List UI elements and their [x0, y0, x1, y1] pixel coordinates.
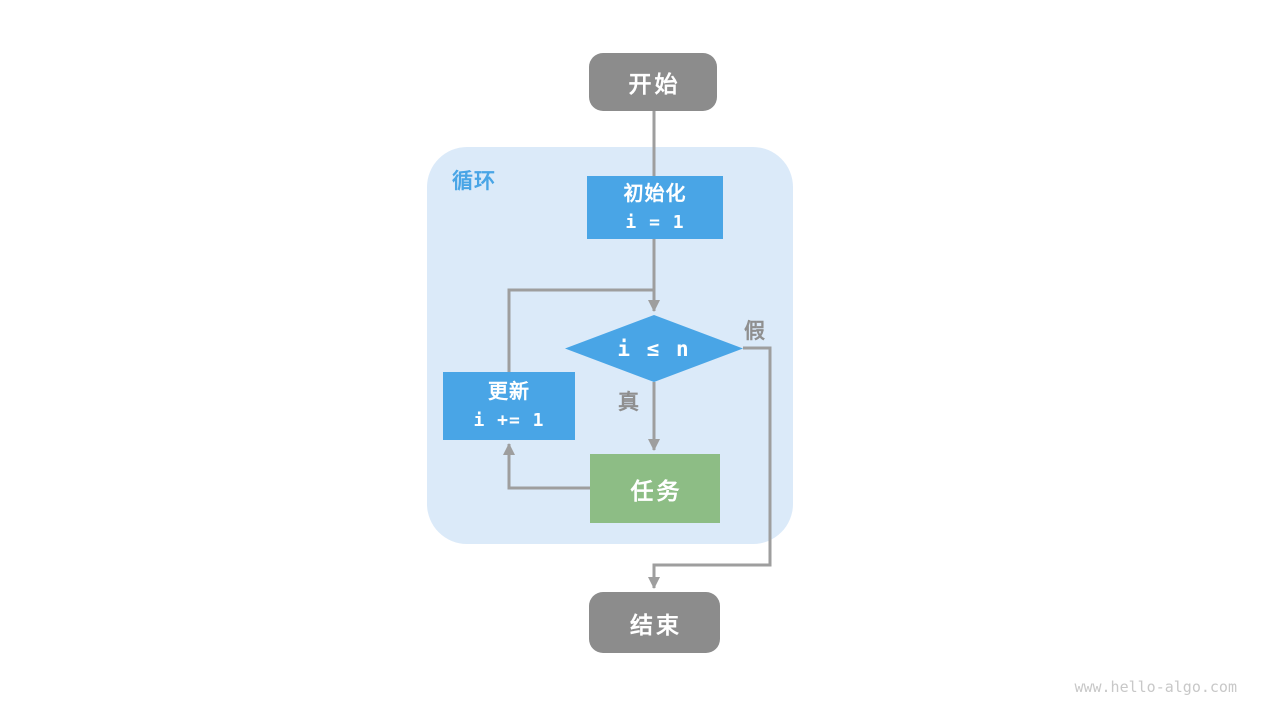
- branch-label-true: 真: [618, 391, 639, 414]
- node-update-title: 更新: [488, 381, 530, 403]
- watermark: www.hello-algo.com: [1074, 678, 1237, 696]
- node-init-code: i = 1: [625, 211, 685, 233]
- node-end: 结束: [589, 592, 720, 653]
- node-start: 开始: [589, 53, 717, 111]
- condition-diamond-shape: [565, 315, 743, 382]
- node-init-title: 初始化: [623, 182, 687, 205]
- node-end-label: 结束: [630, 611, 682, 638]
- node-task: 任务: [590, 454, 720, 523]
- node-condition-label: i ≤ n: [617, 336, 691, 361]
- node-start-label: 开始: [628, 71, 681, 97]
- node-update: 更新 i += 1: [443, 372, 575, 440]
- node-init: 初始化 i = 1: [587, 176, 723, 239]
- node-update-code: i += 1: [473, 410, 545, 431]
- loop-region-label: 循环: [452, 170, 496, 193]
- node-task-label: 任务: [630, 477, 683, 504]
- edge-condition-to-end: [648, 346, 772, 589]
- branch-label-false: 假: [744, 320, 765, 343]
- edge-update-loopback: [507, 288, 654, 372]
- edge-task-to-update: [503, 443, 590, 490]
